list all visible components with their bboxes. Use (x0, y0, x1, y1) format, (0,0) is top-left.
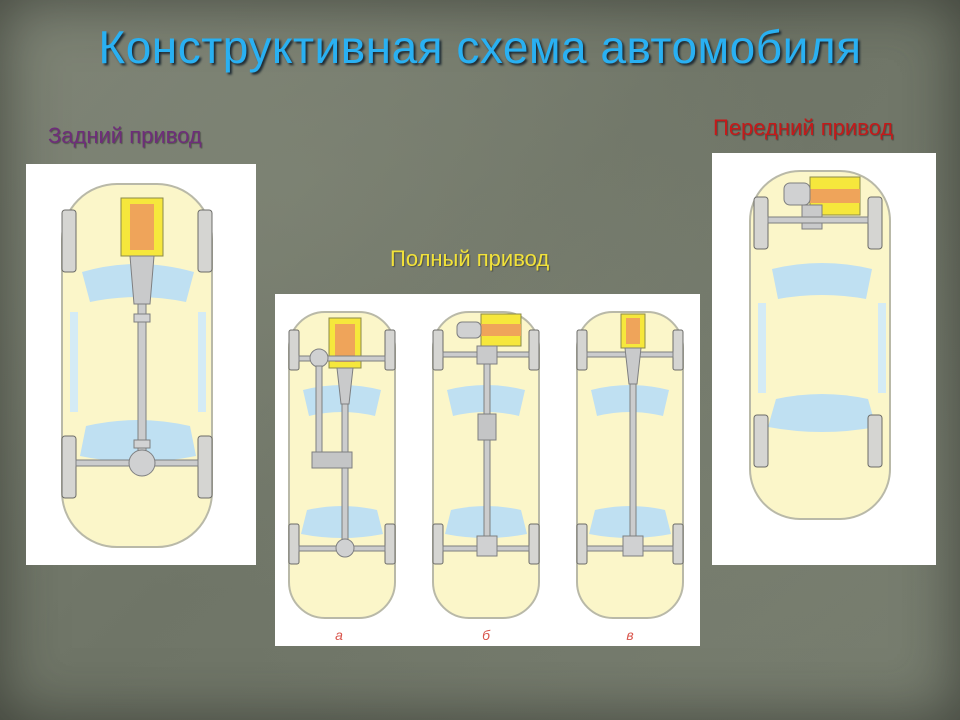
awd-variant-a-letter: а (335, 627, 343, 643)
rear-drive-diagram (26, 164, 256, 565)
front-drive-diagram (712, 153, 936, 565)
slide-title: Конструктивная схема автомобиля (98, 21, 862, 73)
rear-drive-label: Задний привод (48, 123, 202, 148)
awd-label: Полный привод (390, 246, 550, 271)
awd-variant-b-car (432, 311, 540, 619)
awd-variant-c-car (576, 311, 684, 619)
awd-variant-c-letter: в (626, 627, 633, 643)
front-drive-label: Передний привод (713, 115, 894, 140)
awd-variant-a-car (288, 311, 396, 619)
awd-variant-b-letter: б (482, 627, 491, 643)
awd-diagram: а б (275, 294, 700, 646)
